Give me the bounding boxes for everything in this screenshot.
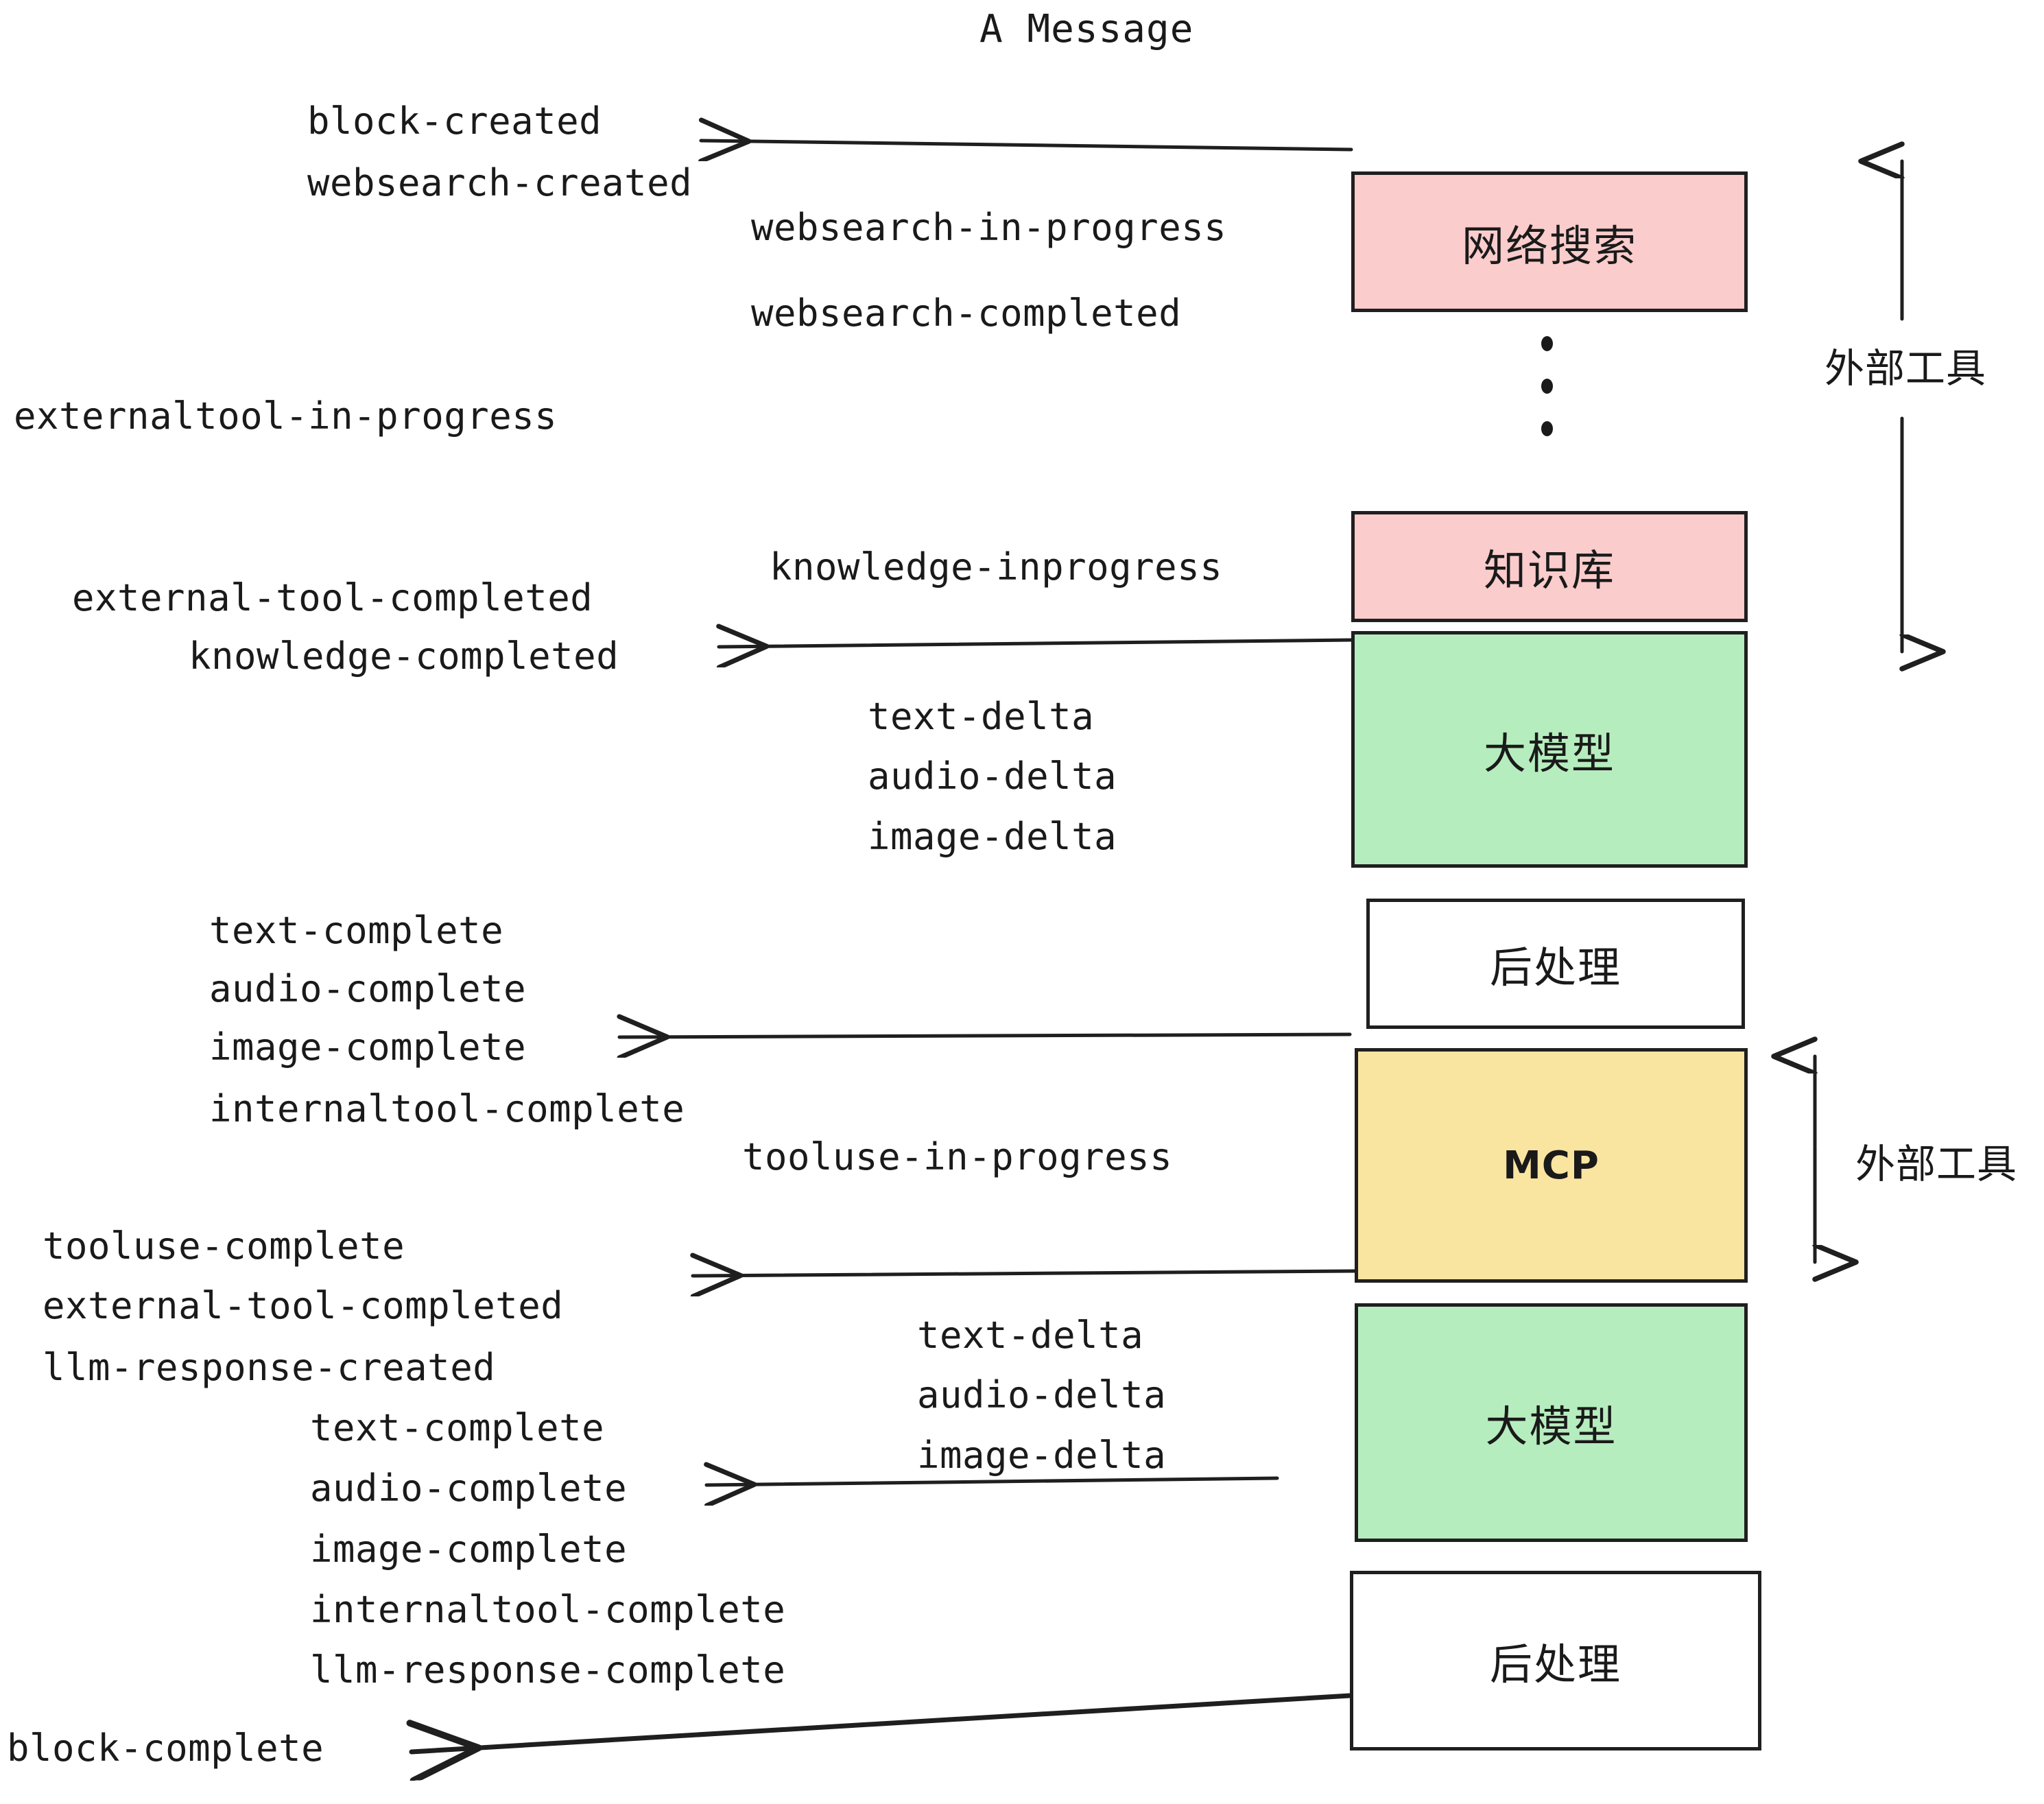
event-label-websearch-created: websearch-created [307,161,693,204]
node-label: 网络搜索 [1461,220,1637,271]
event-label-externaltool-in-progress: externaltool-in-progress [14,394,558,438]
ellipsis-dot [1541,379,1553,394]
node-label: 大模型 [1483,728,1615,779]
arrow-image-complete [619,1034,1352,1037]
side-arrow-group [1815,161,1902,1262]
event-label-audio-complete-1: audio-complete [209,967,527,1010]
node-label: 后处理 [1489,1639,1621,1689]
node-box-postprocess-2[interactable]: 后处理 [1350,1571,1761,1750]
event-label-audio-delta-1: audio-delta [868,755,1117,798]
event-label-text-delta-2: text-delta [917,1314,1144,1357]
arrow-knowledge-completed [719,640,1353,647]
ellipsis-dot [1541,336,1553,351]
node-box-llm-1[interactable]: 大模型 [1351,631,1748,868]
node-box-llm-2[interactable]: 大模型 [1355,1303,1748,1542]
event-label-image-complete-2: image-complete [310,1528,628,1571]
event-label-text-complete-1: text-complete [209,909,504,952]
event-label-internaltool-complete-2: internaltool-complete [310,1588,786,1631]
flow-arrow-group [412,141,1357,1752]
event-label-text-complete-2: text-complete [310,1406,605,1449]
arrow-block-created [701,141,1353,150]
arrow-audio-complete [706,1478,1279,1485]
arrow-tooluse-complete [693,1271,1357,1276]
ellipsis-dot [1541,421,1553,436]
event-label-block-created: block-created [307,99,602,143]
node-box-mcp[interactable]: MCP [1355,1048,1748,1283]
event-label-tooluse-complete: tooluse-complete [43,1224,405,1268]
event-label-knowledge-inprogress: knowledge-inprogress [770,545,1223,589]
side-label-external-tools-top: 外部工具 [1825,345,1987,392]
node-box-postprocess-1[interactable]: 后处理 [1366,899,1745,1029]
event-label-websearch-completed: websearch-completed [751,292,1182,335]
event-label-audio-delta-2: audio-delta [917,1373,1167,1416]
event-label-external-tool-completed-1: external-tool-completed [72,576,593,619]
vertical-ellipsis [1541,336,1553,436]
event-label-knowledge-completed: knowledge-completed [189,634,619,678]
node-label: MCP [1503,1143,1600,1188]
node-label: 后处理 [1489,942,1621,993]
event-label-llm-response-created: llm-response-created [43,1346,496,1389]
node-label: 知识库 [1483,545,1615,595]
node-box-websearch[interactable]: 网络搜索 [1351,171,1748,312]
event-label-image-delta-1: image-delta [868,815,1117,858]
node-box-knowledge[interactable]: 知识库 [1351,511,1748,622]
event-label-websearch-in-progress: websearch-in-progress [751,206,1227,249]
event-label-text-delta-1: text-delta [868,695,1095,738]
event-label-tooluse-in-progress: tooluse-in-progress [742,1135,1173,1178]
node-label: 大模型 [1485,1401,1617,1451]
page-title: A Message [979,7,1194,51]
event-label-image-delta-2: image-delta [917,1434,1167,1477]
event-label-image-complete-1: image-complete [209,1025,527,1069]
event-label-block-complete: block-complete [7,1726,324,1770]
event-label-internaltool-complete-1: internaltool-complete [209,1087,685,1130]
side-label-external-tools-bottom: 外部工具 [1855,1141,2018,1187]
arrow-block-complete [412,1693,1353,1752]
event-label-external-tool-completed-2: external-tool-completed [43,1284,564,1327]
event-label-audio-complete-2: audio-complete [310,1467,628,1510]
event-label-llm-response-complete: llm-response-complete [310,1648,786,1692]
